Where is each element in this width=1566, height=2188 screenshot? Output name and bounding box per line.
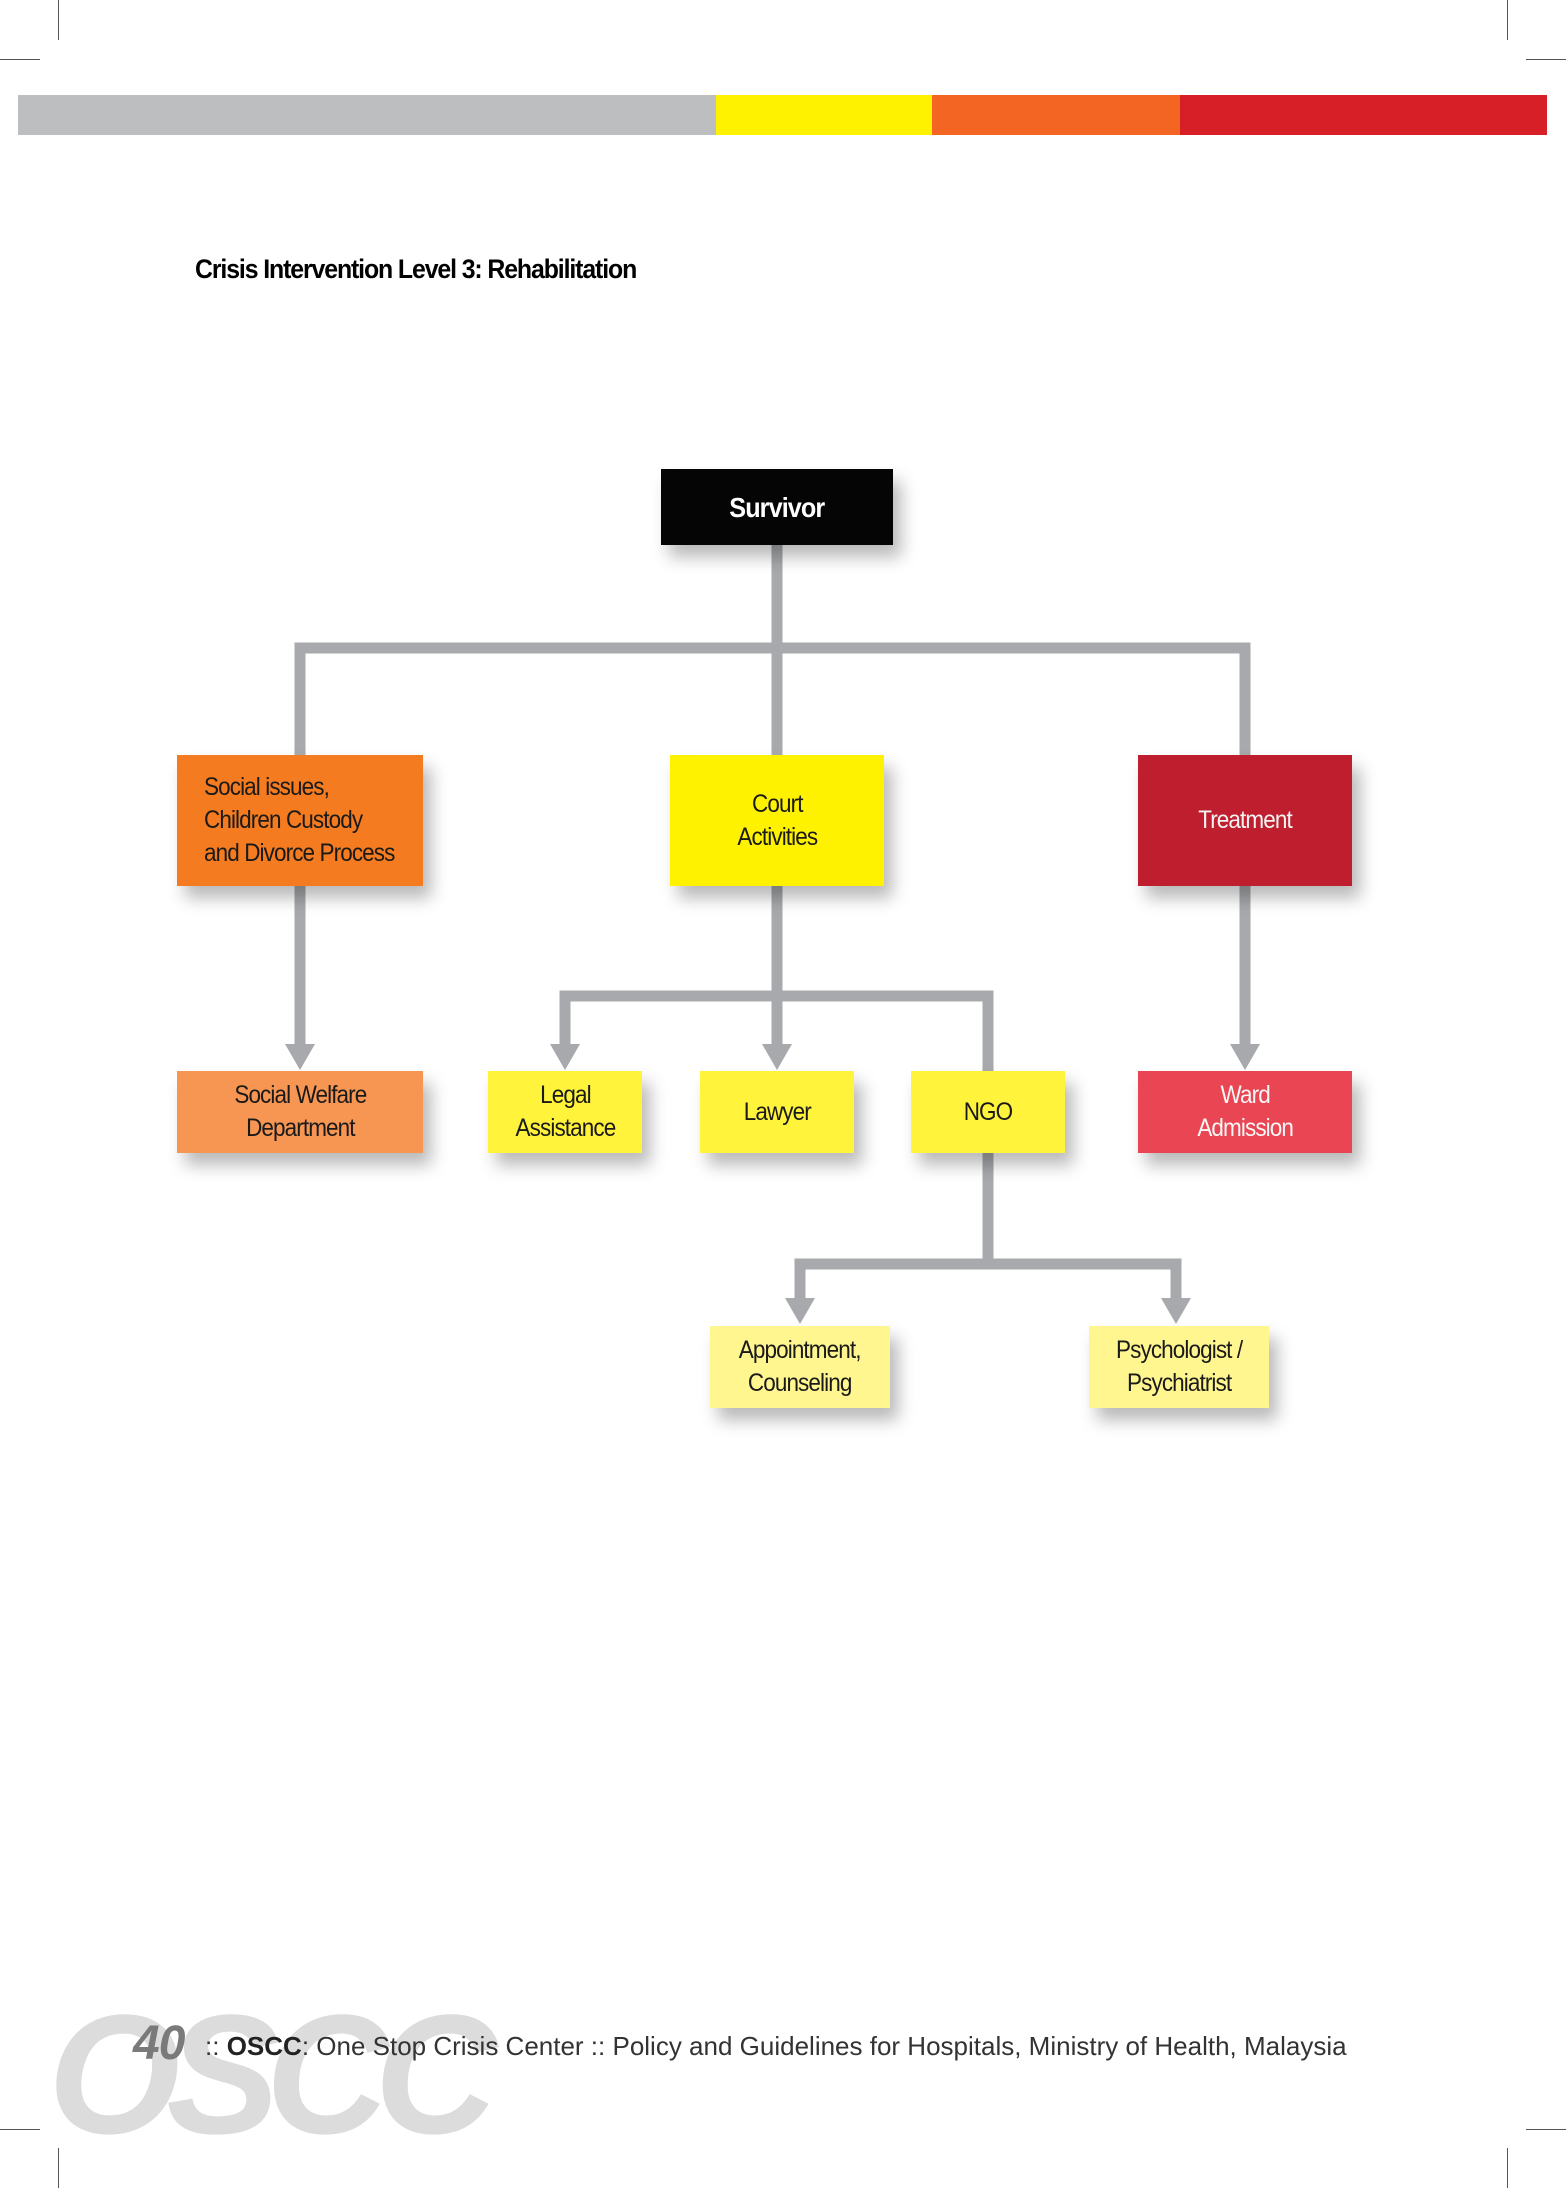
node-appointment-counseling: Appointment, Counseling (710, 1326, 890, 1408)
arrowhead-lawyer (762, 1044, 792, 1070)
crop-mark-top-right-h (1526, 59, 1566, 60)
node-ward-admission: Ward Admission (1138, 1071, 1352, 1153)
crop-mark-top-left-h (0, 59, 40, 60)
color-bar-yellow (716, 95, 932, 135)
crop-mark-bottom-left-v (58, 2148, 59, 2188)
connector-court-bar (559, 990, 994, 1072)
node-psychologist-label: Psychologist / Psychiatrist (1115, 1336, 1243, 1397)
node-social-issues: Social issues, Children Custody and Divo… (177, 755, 423, 886)
crop-mark-top-left-v (58, 0, 59, 40)
node-court-activities-label: Court Activities (737, 789, 818, 851)
node-lawyer: Lawyer (700, 1071, 854, 1153)
color-bar-gray (18, 95, 716, 135)
connector-ngo-bar (794, 1258, 1182, 1302)
crop-mark-bottom-left-h (0, 2129, 40, 2130)
color-bar-orange (932, 95, 1180, 135)
page-title: Crisis Intervention Level 3: Rehabilitat… (195, 254, 637, 284)
node-social-welfare-label: Social Welfare Department (233, 1081, 367, 1142)
node-survivor-label: Survivor (729, 491, 825, 523)
oscc-watermark-logo: OSCC (48, 1980, 497, 2170)
crop-mark-bottom-right-v (1507, 2148, 1508, 2188)
arrowhead-appointment (785, 1298, 815, 1324)
node-legal-assistance-label: Legal Assistance (515, 1081, 616, 1142)
node-survivor: Survivor (661, 469, 893, 545)
node-court-activities: Court Activities (670, 755, 884, 886)
footer-caption: :: OSCC: One Stop Crisis Center :: Polic… (205, 2031, 1347, 2062)
node-lawyer-label: Lawyer (743, 1097, 811, 1126)
node-social-welfare: Social Welfare Department (177, 1071, 423, 1153)
arrowhead-psychologist (1161, 1298, 1191, 1324)
node-ward-admission-label: Ward Admission (1197, 1081, 1294, 1142)
footer-org: OSCC (226, 2031, 302, 2061)
node-ngo-label: NGO (963, 1097, 1013, 1126)
node-psychologist: Psychologist / Psychiatrist (1089, 1326, 1269, 1408)
arrowhead-legal (550, 1044, 580, 1070)
page-number: 40 (133, 2017, 185, 2070)
node-treatment-label: Treatment (1198, 806, 1293, 834)
arrowhead-welfare (285, 1044, 315, 1070)
crop-mark-bottom-right-h (1526, 2129, 1566, 2130)
node-appointment-label: Appointment, Counseling (739, 1336, 862, 1397)
footer-rest: : One Stop Crisis Center :: Policy and G… (301, 2031, 1347, 2061)
color-bar-red (1180, 95, 1547, 135)
header-color-bar (18, 95, 1547, 135)
connector-level1-bar (294, 642, 1251, 755)
node-ngo: NGO (911, 1071, 1065, 1153)
node-legal-assistance: Legal Assistance (488, 1071, 642, 1153)
arrowhead-ward (1230, 1044, 1260, 1070)
footer-prefix: :: (205, 2031, 220, 2061)
crop-mark-top-right-v (1507, 0, 1508, 40)
node-treatment: Treatment (1138, 755, 1352, 886)
node-social-issues-label: Social issues, Children Custody and Divo… (204, 773, 395, 867)
